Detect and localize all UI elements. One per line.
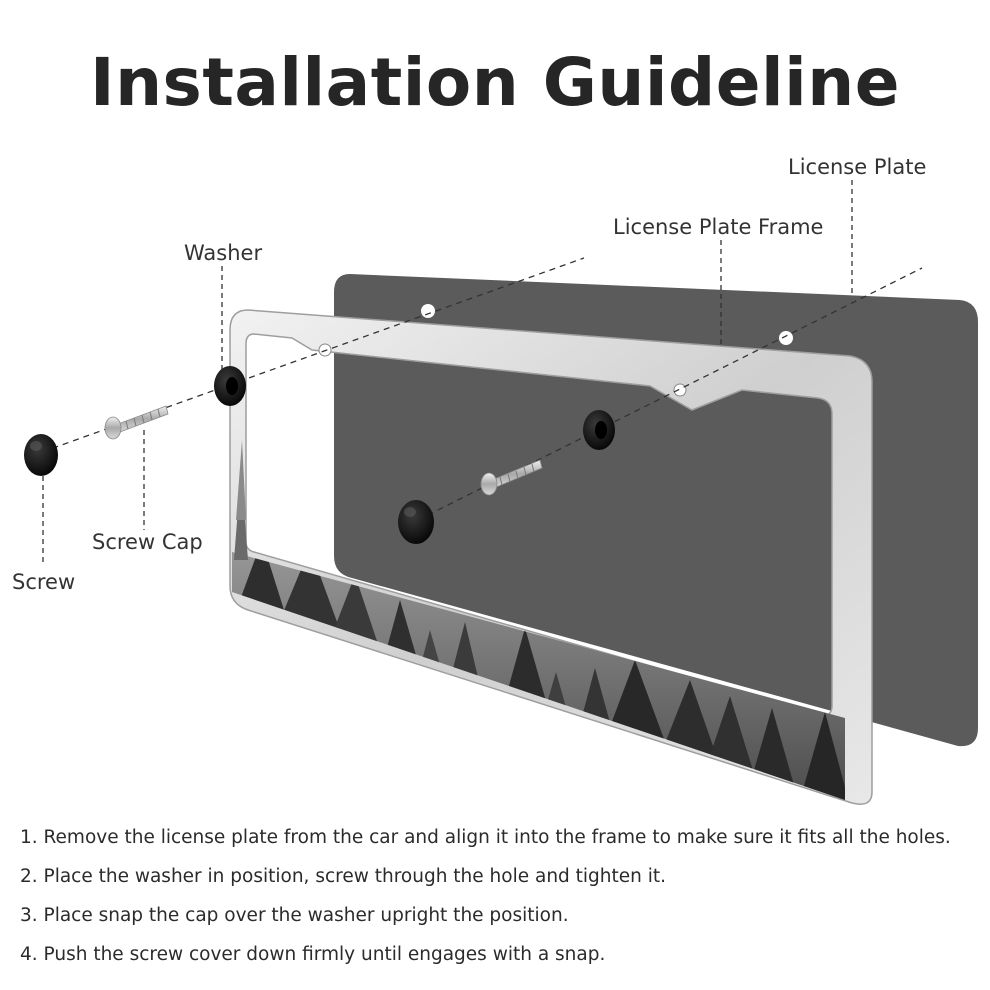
step-4: 4. Push the screw cover down firmly unti… [20, 944, 606, 965]
label-screw-cap: Screw Cap [92, 530, 203, 554]
screw-cover-right [398, 500, 434, 544]
plate-hole [421, 304, 435, 318]
label-license-plate-frame: License Plate Frame [613, 215, 824, 239]
label-washer: Washer [184, 241, 263, 265]
plate-hole [779, 331, 793, 345]
step-1: 1. Remove the license plate from the car… [20, 827, 951, 848]
label-screw: Screw [12, 570, 76, 594]
label-license-plate: License Plate [788, 155, 927, 179]
screw-left [104, 405, 169, 440]
installation-steps: 1. Remove the license plate from the car… [20, 818, 980, 974]
washer-left [214, 366, 246, 406]
frame-hole [318, 343, 332, 357]
screw-cover-left [24, 434, 58, 476]
screw-right [480, 459, 543, 496]
washer-right [583, 410, 615, 450]
leader-lines [42, 180, 853, 566]
step-2: 2. Place the washer in position, screw t… [20, 866, 667, 887]
step-3: 3. Place snap the cap over the washer up… [20, 905, 569, 926]
forest-print-side [234, 440, 248, 560]
frame-hole [673, 383, 687, 397]
page-title: Installation Guideline [90, 44, 900, 121]
